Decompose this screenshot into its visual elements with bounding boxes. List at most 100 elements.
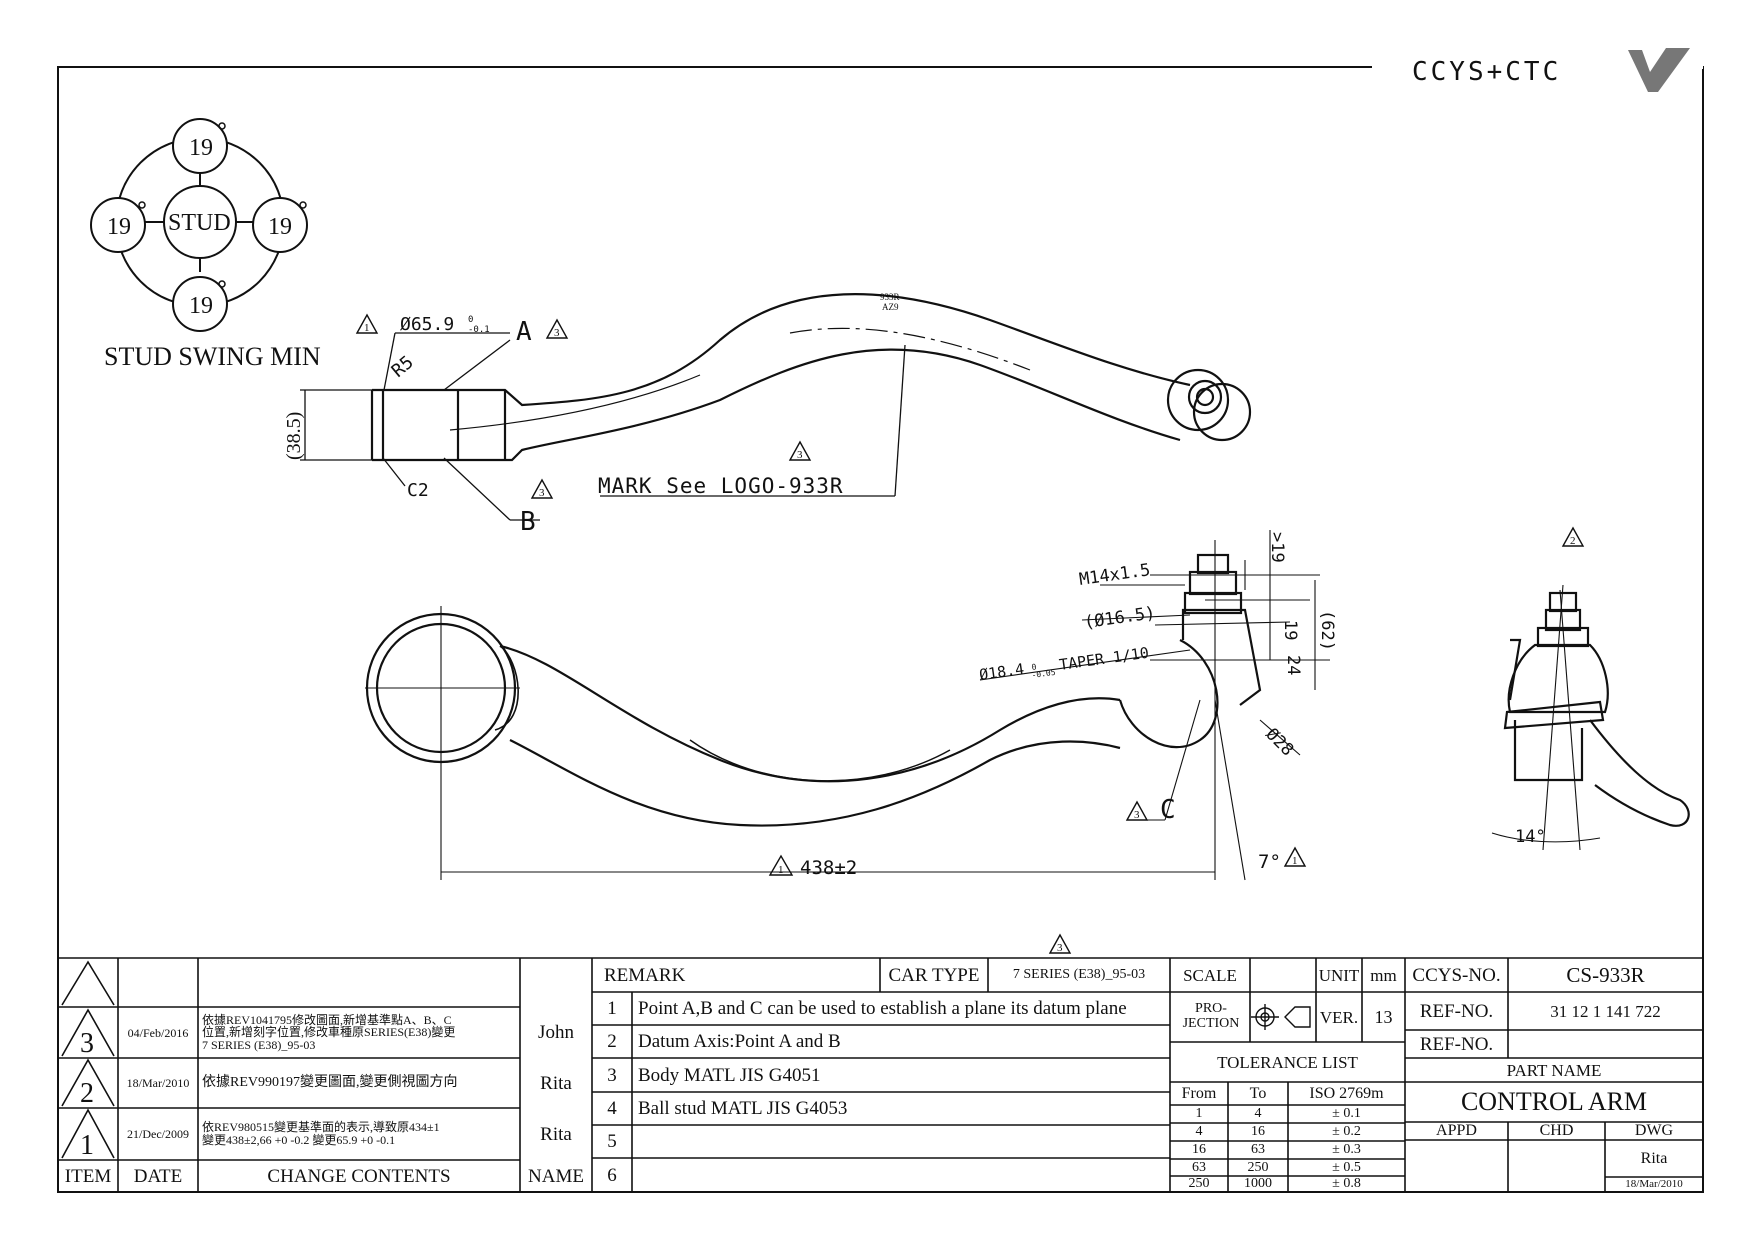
revision-triangle-b: 3: [530, 478, 554, 499]
ref-no-1-label: REF-NO.: [1419, 1000, 1494, 1022]
scale-value: [1250, 958, 1316, 992]
svg-text:3: 3: [554, 327, 560, 339]
ver-value: 13: [1374, 1007, 1393, 1027]
tol-row-3-to: 63: [1251, 1142, 1265, 1157]
datum-c: C: [1160, 795, 1176, 825]
brand-logo-icon: [1628, 48, 1690, 92]
svg-text:3: 3: [1057, 942, 1063, 954]
dim-dia-65-tol-upper: 0: [468, 315, 473, 325]
svg-text:1: 1: [364, 322, 370, 334]
svg-text:3: 3: [1134, 809, 1140, 821]
rev-row-3-line2: 位置,新增刻字位置,修改車種原SERIES(E38)變更: [202, 1025, 456, 1040]
ref-no-1-value: 31 12 1 141 722: [1550, 1001, 1661, 1021]
revision-triangle-table: 3: [1048, 933, 1072, 954]
svg-text:1: 1: [778, 864, 784, 876]
stud-swing-center: STUD: [168, 210, 231, 236]
remark-5-no: 5: [607, 1131, 617, 1152]
tol-row-2-from: 4: [1195, 1124, 1203, 1139]
car-type-label: CAR TYPE: [888, 964, 980, 986]
rev-row-1-line1: 依REV980515變更基準面的表示,導致原434±1: [202, 1120, 440, 1135]
dim-c2: C2: [407, 480, 429, 501]
projection-symbol-icon: [1251, 1004, 1311, 1030]
tol-row-4-to: 250: [1247, 1159, 1269, 1175]
front-view-axis-lines: [365, 530, 1330, 881]
remark-1-no: 1: [607, 998, 617, 1019]
tolerance-title: TOLERANCE LIST: [1217, 1052, 1358, 1072]
revision-triangle-a: 3: [545, 318, 569, 339]
remark-3-text: Body MATL JIS G4051: [638, 1064, 821, 1086]
unit-value: mm: [1370, 965, 1397, 985]
remark-4-text: Ball stud MATL JIS G4053: [638, 1098, 848, 1119]
stud-swing-left: 19: [107, 214, 131, 240]
tol-row-4-tol: ± 0.5: [1332, 1159, 1361, 1175]
stud-swing-right: 19: [268, 214, 292, 240]
dim-dia-65: Ø65.9: [400, 314, 454, 335]
rev-row-3-line3: 7 SERIES (E38)_95-03: [202, 1037, 316, 1052]
revision-triangle-c: 3: [1125, 800, 1149, 821]
header-name: NAME: [528, 1165, 584, 1187]
unit-label: UNIT: [1318, 965, 1360, 985]
mark-note: MARK See LOGO-933R: [598, 474, 844, 498]
dwg-name: Rita: [1640, 1149, 1668, 1167]
remark-6-text: [632, 1158, 1170, 1192]
remark-2-text: Datum Axis:Point A and B: [638, 1031, 841, 1052]
tol-header-to: To: [1249, 1084, 1267, 1102]
appd-label: APPD: [1436, 1122, 1477, 1139]
stud-swing-diagram: [90, 118, 308, 332]
tol-row-2-to: 16: [1251, 1124, 1265, 1139]
remark-5-text: [632, 1125, 1170, 1158]
part-name-label: PART NAME: [1506, 1060, 1602, 1080]
dim-7-deg: 7°: [1258, 851, 1281, 873]
rev-row-1-date: 21/Dec/2009: [127, 1127, 189, 1141]
rev-row-2-contents: 依據REV990197變更圖面,變更側視圖方向: [202, 1058, 516, 1108]
chd-label: CHD: [1539, 1122, 1574, 1139]
rev-row-2-date: 18/Mar/2010: [126, 1076, 190, 1090]
part-name-value: CONTROL ARM: [1460, 1087, 1648, 1116]
stud-swing-label: STUD SWING MIN: [104, 342, 321, 371]
top-view-dimension-lines: [300, 332, 906, 521]
projection-label-1: PRO-: [1195, 1001, 1227, 1017]
arm-top-view: [370, 293, 1252, 462]
dim-dia-18-tol-upper: 0: [1031, 662, 1037, 672]
ref-no-2-value: [1508, 1030, 1703, 1058]
revision-triangle-65: 1: [355, 313, 379, 334]
tol-row-5-tol: ± 0.8: [1332, 1176, 1361, 1191]
rev-row-3-contents: 依據REV1041795修改圖面,新增基準點A、B、C 位置,新增刻字位置,修改…: [202, 1007, 516, 1058]
rev-row-2-name: Rita: [540, 1072, 572, 1094]
tol-row-4-from: 63: [1192, 1159, 1206, 1175]
dim-v19: 19: [1280, 620, 1300, 640]
svg-text:2: 2: [1570, 535, 1576, 547]
rev-row-3-item: 3: [80, 1028, 94, 1059]
remark-3-no: 3: [607, 1064, 617, 1086]
header-date: DATE: [133, 1165, 183, 1187]
dim-v62: (62): [1317, 610, 1337, 651]
rev-row-1-line2: 變更438±2,66 +0 -0.2 變更65.9 +0 -0.1: [202, 1133, 396, 1147]
tol-header-from: From: [1181, 1084, 1217, 1102]
stud-swing-top: 19: [189, 135, 213, 161]
dim-gt19: >19: [1267, 532, 1287, 563]
ref-no-2-label: REF-NO.: [1419, 1033, 1494, 1055]
tol-row-5-to: 1000: [1244, 1176, 1272, 1191]
datum-a: A: [516, 317, 532, 347]
dwg-label: DWG: [1634, 1122, 1674, 1139]
header-item: ITEM: [64, 1165, 112, 1187]
rev-row-3-line1: 依據REV1041795修改圖面,新增基準點A、B、C: [202, 1012, 452, 1027]
ver-label: VER.: [1319, 1007, 1359, 1027]
car-type-value: 7 SERIES (E38)_95-03: [1012, 967, 1146, 982]
part-stamp-2: AZ9: [882, 302, 899, 312]
brand-logo-text: CCYS+CTC: [1412, 57, 1561, 87]
dim-438: 438±2: [800, 857, 857, 879]
tol-row-1-from: 1: [1195, 1106, 1203, 1121]
revision-triangle-side: 2: [1561, 526, 1585, 547]
remark-6-no: 6: [607, 1164, 617, 1186]
rev-row-1-item: 1: [80, 1130, 94, 1161]
rev-row-2-item: 2: [80, 1078, 94, 1109]
tol-row-5-from: 250: [1188, 1176, 1210, 1191]
rev-row-1-contents: 依REV980515變更基準面的表示,導致原434±1 變更438±2,66 +…: [202, 1108, 516, 1160]
dim-dia-18-tol-lower: -0.05: [1031, 668, 1056, 680]
tol-row-1-tol: ± 0.1: [1332, 1106, 1361, 1121]
rev-row-2-line1: 依據REV990197變更圖面,變更側視圖方向: [202, 1074, 458, 1090]
ccys-no-label: CCYS-NO.: [1412, 964, 1501, 986]
tol-row-2-tol: ± 0.2: [1332, 1124, 1361, 1139]
